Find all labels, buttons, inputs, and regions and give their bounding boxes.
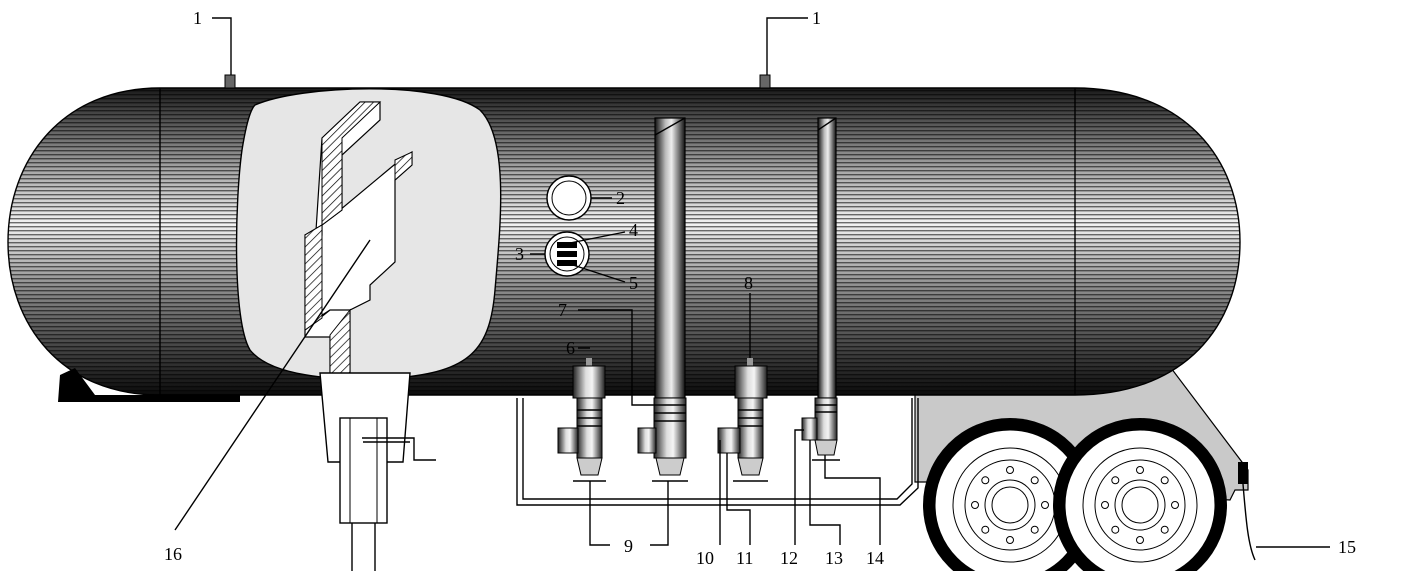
lug-nut [971, 501, 979, 509]
tank-body [8, 88, 1240, 395]
leader-lines [174, 17, 1330, 548]
lug-nut [1006, 466, 1014, 474]
valve-b [637, 397, 688, 482]
lug-nut [981, 476, 990, 485]
lug-nut [1111, 525, 1120, 534]
lug-nut [1006, 536, 1014, 544]
label-3: 3 [515, 244, 524, 264]
label-10: 10 [696, 548, 714, 568]
vent-pipe-tall [654, 117, 686, 399]
lug-nut [1136, 466, 1144, 474]
lug-nut [1160, 476, 1169, 485]
label-12: 12 [780, 548, 798, 568]
label-1-right: 1 [812, 8, 821, 28]
label-6: 6 [566, 338, 575, 358]
landing-gear-leg [339, 417, 388, 524]
label-13: 13 [825, 548, 843, 568]
lug-nut [1041, 501, 1049, 509]
valve-c [717, 358, 768, 482]
top-fitting-left [224, 74, 236, 89]
lug-nut [1030, 476, 1039, 485]
lug-nut [1101, 501, 1109, 509]
wheel-rear [1053, 418, 1227, 571]
label-16: 16 [164, 544, 182, 564]
label-9: 9 [624, 536, 633, 556]
label-11: 11 [736, 548, 753, 568]
wheel-lugs [971, 466, 1179, 544]
lug-nut [1136, 536, 1144, 544]
front-support [58, 368, 240, 402]
label-8: 8 [744, 273, 753, 293]
lug-nut [1160, 525, 1169, 534]
lug-nut [1111, 476, 1120, 485]
valve-d [801, 397, 840, 461]
label-1-left: 1 [193, 8, 202, 28]
valve-a [557, 358, 606, 482]
label-14: 14 [866, 548, 884, 568]
label-4: 4 [629, 220, 638, 240]
vent-pipe-thin [817, 117, 837, 399]
lug-nut [981, 525, 990, 534]
lug-nut [1171, 501, 1179, 509]
rear-bumper [1238, 462, 1248, 484]
mud-flap [1242, 483, 1256, 561]
wheel-front [923, 418, 1097, 571]
top-fitting-right [759, 74, 771, 89]
lug-nut [1030, 525, 1039, 534]
bottom-piping [516, 398, 919, 506]
label-15: 15 [1338, 537, 1356, 557]
label-5: 5 [629, 273, 638, 293]
label-7: 7 [558, 300, 567, 320]
label-2: 2 [616, 188, 625, 208]
crank-handle [362, 437, 436, 461]
